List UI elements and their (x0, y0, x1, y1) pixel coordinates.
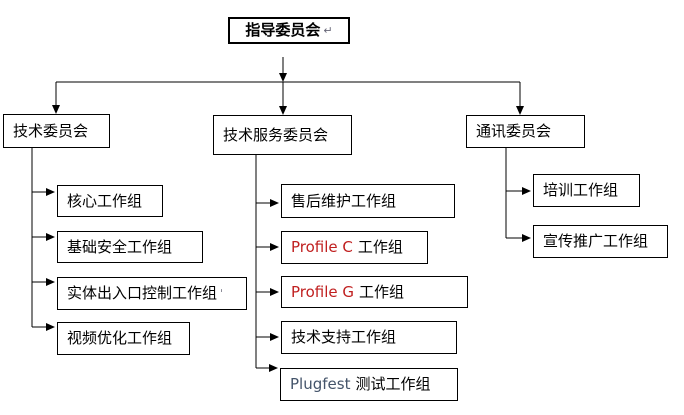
promotion-workgroup-label: 宣传推广工作组 (543, 232, 649, 250)
box-core-workgroup: 核心工作组 (57, 185, 163, 217)
after-sales-maintenance-workgroup-label: 售后维护工作组 (291, 191, 397, 210)
physical-access-control-workgroup-label: 实体出入口控制工作组 (67, 284, 218, 302)
box-technical-support-workgroup: 技术支持工作组 (281, 321, 457, 354)
box-communications-committee: 通讯委员会 (466, 115, 585, 148)
profile-g-zh-text: 工作组 (359, 282, 405, 301)
basic-security-workgroup-label: 基础安全工作组 (67, 237, 173, 256)
profile-g-en-text: Profile G (291, 282, 355, 301)
profile-c-zh-text: 工作组 (357, 238, 403, 256)
format-mark: ˈ (220, 287, 224, 300)
technical-service-committee-label: 技术服务委员会 (223, 125, 329, 144)
box-promotion-workgroup: 宣传推广工作组 (533, 225, 668, 258)
communications-committee-label: 通讯委员会 (476, 122, 552, 140)
training-workgroup-label: 培训工作组 (543, 181, 619, 199)
core-workgroup-label: 核心工作组 (67, 191, 143, 210)
box-technical-committee: 技术委员会 (3, 114, 110, 148)
plugfest-zh-text: 测试工作组 (355, 375, 431, 393)
box-after-sales-maintenance-workgroup: 售后维护工作组 (281, 184, 455, 218)
box-basic-security-workgroup: 基础安全工作组 (57, 231, 203, 263)
box-technical-service-committee: 技术服务委员会 (213, 115, 352, 155)
box-video-optimization-workgroup: 视频优化工作组 (57, 322, 190, 355)
video-optimization-workgroup-label: 视频优化工作组 (67, 329, 173, 347)
paragraph-mark: ↵ (323, 24, 333, 37)
technical-committee-label: 技术委员会 (13, 121, 89, 140)
profile-c-en-text: Profile C (291, 238, 353, 256)
box-steering-committee: 指导委员会↵ (228, 17, 350, 44)
plugfest-en-text: Plugfest (290, 375, 351, 393)
box-training-workgroup: 培训工作组 (533, 174, 640, 207)
steering-committee-label: 指导委员会 (245, 21, 321, 39)
technical-support-workgroup-label: 技术支持工作组 (291, 328, 397, 346)
